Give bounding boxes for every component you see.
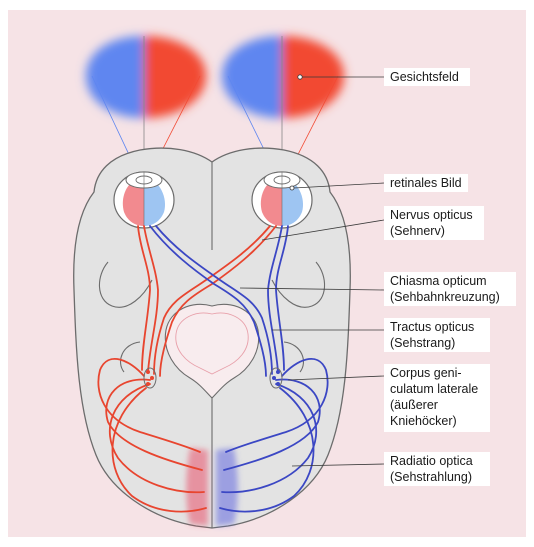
right-eye bbox=[252, 172, 312, 228]
label-optic-nerve-line-1: Nervus opticus bbox=[390, 208, 473, 222]
label-optic-tract-line-2: (Sehstrang) bbox=[390, 336, 455, 350]
left-eye bbox=[114, 172, 174, 228]
label-optic-radiation: Radiatio optica (Sehstrahlung) bbox=[384, 452, 490, 486]
label-optic-chiasm: Chiasma opticum (Sehbahnkreuzung) bbox=[384, 272, 516, 306]
label-lateral-geniculate-line-3: (äußerer bbox=[390, 398, 438, 412]
label-retinal-image: retinales Bild bbox=[384, 174, 468, 192]
label-visual-field-text: Gesichtsfeld bbox=[390, 70, 459, 84]
label-optic-tract: Tractus opticus (Sehstrang) bbox=[384, 318, 490, 352]
label-lateral-geniculate-line-1: Corpus geni- bbox=[390, 366, 462, 380]
left-visual-field bbox=[86, 36, 206, 118]
label-lateral-geniculate: Corpus geni- culatum laterale (äußerer K… bbox=[384, 364, 490, 432]
label-lateral-geniculate-line-4: Kniehöcker) bbox=[390, 414, 457, 428]
label-visual-field: Gesichtsfeld bbox=[384, 68, 470, 86]
label-optic-nerve-line-2: (Sehnerv) bbox=[390, 224, 445, 238]
label-optic-radiation-line-2: (Sehstrahlung) bbox=[390, 470, 472, 484]
label-optic-nerve: Nervus opticus (Sehnerv) bbox=[384, 206, 484, 240]
label-optic-tract-line-1: Tractus opticus bbox=[390, 320, 474, 334]
label-optic-chiasm-line-1: Chiasma opticum bbox=[390, 274, 487, 288]
label-optic-chiasm-line-2: (Sehbahnkreuzung) bbox=[390, 290, 500, 304]
label-lateral-geniculate-line-2: culatum laterale bbox=[390, 382, 478, 396]
label-optic-radiation-line-1: Radiatio optica bbox=[390, 454, 473, 468]
label-retinal-image-text: retinales Bild bbox=[390, 176, 462, 190]
